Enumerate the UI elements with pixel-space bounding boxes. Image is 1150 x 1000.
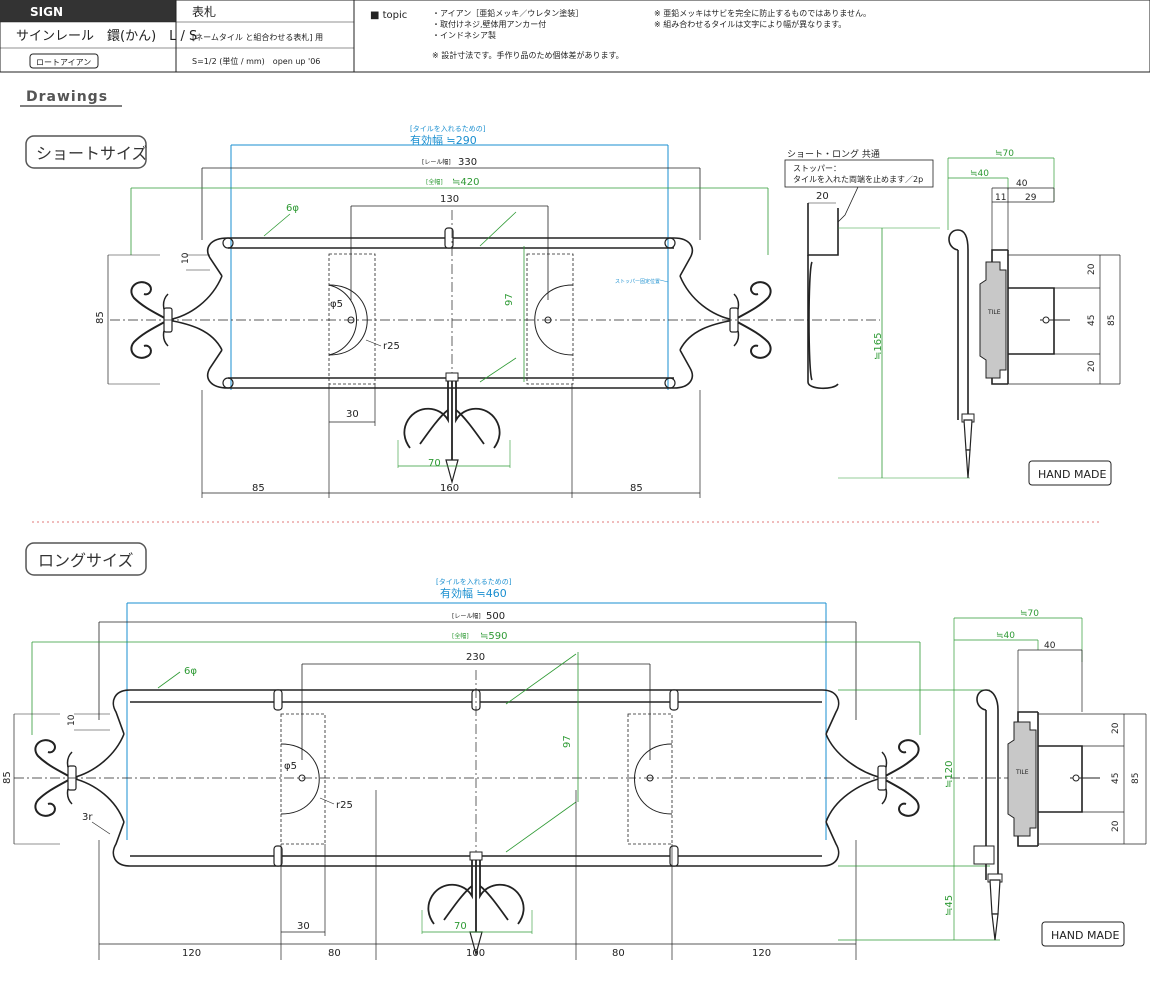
product-name: サインレール 鐶(かん) L / S bbox=[16, 28, 197, 44]
bottom-dim: 120 bbox=[752, 948, 771, 959]
bottom-dim: 80 bbox=[612, 948, 625, 959]
short-size-drawing: ショートサイズ [タイルを入れるための] 有効幅 ≒290 [レール幅] 330… bbox=[25, 124, 1121, 498]
topic-line: ・取付けネジ,壁体用アンカー付 bbox=[432, 19, 546, 29]
rail-width-label: [レール幅] bbox=[422, 158, 451, 166]
wire-dia: 6φ bbox=[286, 203, 299, 214]
radius-r25: r25 bbox=[383, 341, 400, 352]
hole-dia: φ5 bbox=[330, 299, 343, 310]
side-dim-85: 85 bbox=[1131, 773, 1141, 784]
topic-label: ■ topic bbox=[370, 10, 407, 21]
stopper-line: ストッパー： bbox=[793, 164, 841, 173]
bottom-dim: 85 bbox=[630, 483, 643, 494]
section-title-box bbox=[25, 542, 147, 576]
dim-70: 70 bbox=[454, 921, 467, 932]
note-line: ※ 組み合わせるタイルは文字により幅が異なります。 bbox=[654, 19, 846, 29]
section-title-box bbox=[25, 135, 147, 169]
dim-85: 85 bbox=[2, 771, 13, 784]
side-dim-40: ≒40 bbox=[970, 169, 989, 179]
rail-width-label: [レール幅] bbox=[452, 612, 481, 620]
rail-width: 330 bbox=[458, 157, 477, 168]
side-dim-70: ≒70 bbox=[995, 149, 1014, 159]
dim-10: 10 bbox=[181, 252, 191, 264]
dim-45: ≒45 bbox=[944, 895, 955, 916]
dim-20: 20 bbox=[816, 191, 829, 202]
total-width-label: [全幅] bbox=[452, 632, 469, 640]
effective-width: 有効幅 ≒460 bbox=[440, 586, 507, 600]
bottom-dim: 120 bbox=[182, 948, 201, 959]
dim-85: 85 bbox=[95, 311, 106, 324]
dim-130: 130 bbox=[440, 194, 459, 205]
dim-70: 70 bbox=[428, 458, 441, 469]
tile-label: TILE bbox=[987, 309, 1001, 316]
dim-30: 30 bbox=[346, 409, 359, 420]
common-title: ショート・ロング 共通 bbox=[787, 148, 880, 160]
dim-30: 30 bbox=[297, 921, 310, 932]
side-dim-11: 11 bbox=[995, 193, 1006, 203]
scale-note: S=1/2 (単位 / mm) open up '06 bbox=[192, 56, 320, 66]
material-badge: ロートアイアン bbox=[36, 58, 91, 67]
side-dim-20a: 20 bbox=[1111, 722, 1121, 734]
tile-caption: [タイルを入れるための] bbox=[436, 577, 512, 586]
bottom-dim: 80 bbox=[328, 948, 341, 959]
total-width: ≒420 bbox=[452, 177, 479, 188]
bottom-dim: 160 bbox=[440, 483, 459, 494]
radius-3r: 3r bbox=[82, 812, 93, 823]
note-line: ※ 亜鉛メッキはサビを完全に防止するものではありません。 bbox=[654, 8, 871, 18]
hand-made-badge: HAND MADE bbox=[1038, 468, 1106, 481]
effective-width: 有効幅 ≒290 bbox=[410, 133, 477, 147]
bottom-dim: 85 bbox=[252, 483, 265, 494]
rail-width: 500 bbox=[486, 611, 505, 622]
sign-label: SIGN bbox=[30, 5, 63, 19]
dim-10: 10 bbox=[67, 714, 77, 726]
item-usage: [ネームタイル と組合わせる表札] 用 bbox=[192, 32, 323, 42]
bottom-dim: 100 bbox=[466, 948, 485, 959]
hole-dia: φ5 bbox=[284, 761, 297, 772]
dim-97: 97 bbox=[562, 735, 573, 748]
side-dim-85: 85 bbox=[1107, 315, 1117, 326]
long-size-title: ロングサイズ bbox=[38, 551, 134, 570]
header: SIGN サインレール 鐶(かん) L / S ロートアイアン 表札 [ネームタ… bbox=[0, 0, 1150, 73]
side-dim-29: 29 bbox=[1025, 193, 1037, 203]
side-dim-45: 45 bbox=[1087, 315, 1097, 326]
side-dim-70: ≒70 bbox=[1020, 609, 1039, 619]
stopper-line: タイルを入れた両端を止めます／2p bbox=[793, 174, 923, 184]
section-title: Drawings bbox=[26, 89, 108, 105]
dim-97: 97 bbox=[504, 293, 515, 306]
item-title: 表札 bbox=[192, 5, 216, 19]
dimension-note: ※ 設計寸法です。手作り品のため個体差があります。 bbox=[432, 50, 624, 60]
side-dim-20b: 20 bbox=[1111, 820, 1121, 832]
total-width-label: [全幅] bbox=[426, 178, 443, 186]
side-dim-40: ≒40 bbox=[996, 631, 1015, 641]
side-dim-20a: 20 bbox=[1087, 263, 1097, 275]
side-dim-45: 45 bbox=[1111, 773, 1121, 784]
topic-line: ・インドネシア製 bbox=[432, 30, 496, 40]
side-dim-20b: 20 bbox=[1087, 360, 1097, 372]
dim-165: ≒165 bbox=[873, 333, 884, 360]
tile-label: TILE bbox=[1015, 769, 1029, 776]
dim-230: 230 bbox=[466, 652, 485, 663]
dim-120: ≒120 bbox=[944, 761, 955, 788]
radius-r25: r25 bbox=[336, 800, 353, 811]
total-width: ≒590 bbox=[480, 631, 507, 642]
long-size-drawing: ロングサイズ [タイルを入れるための] 有効幅 ≒460 [レール幅] 500 … bbox=[2, 542, 1147, 960]
hand-made-badge: HAND MADE bbox=[1051, 929, 1119, 942]
side-dim-40b: 40 bbox=[1016, 179, 1028, 189]
tile-caption: [タイルを入れるための] bbox=[410, 124, 486, 133]
side-dim-40b: 40 bbox=[1044, 641, 1056, 651]
wire-dia: 6φ bbox=[184, 666, 197, 677]
short-size-title: ショートサイズ bbox=[36, 144, 148, 163]
topic-line: ・アイアン［亜鉛メッキ／ウレタン塗装］ bbox=[432, 8, 583, 18]
stopper-position: ストッパー固定位置 bbox=[615, 278, 660, 285]
